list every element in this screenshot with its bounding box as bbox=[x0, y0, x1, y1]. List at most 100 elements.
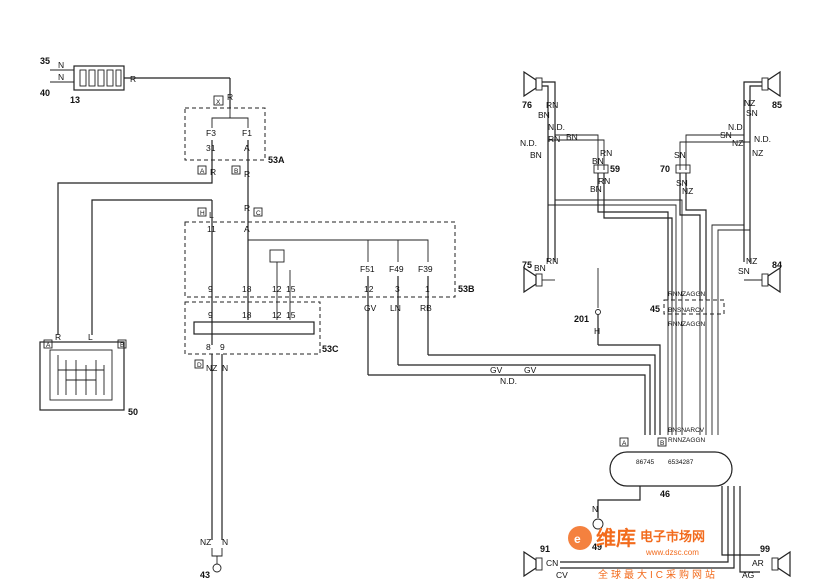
component-70: SN 70 SN NZ bbox=[660, 150, 693, 196]
pin-31-label: 31 bbox=[206, 143, 216, 153]
component-43-label: 43 bbox=[200, 570, 210, 580]
component-49: N 49 bbox=[592, 486, 641, 552]
wire-bn-label: BN bbox=[538, 110, 550, 120]
speaker-99: 99 AR AG bbox=[742, 544, 791, 580]
watermark-url: www.dzsc.com bbox=[645, 548, 699, 557]
pin-8-label: 8 bbox=[206, 342, 211, 352]
fuse-f39-label: F39 bbox=[418, 264, 433, 274]
component-201-label: 201 bbox=[574, 314, 589, 324]
pin-18-label: 18 bbox=[242, 284, 252, 294]
wire-ag-label: AG bbox=[742, 570, 754, 580]
pin-9-label: 9 bbox=[208, 284, 213, 294]
wire-n-label: N bbox=[58, 72, 64, 82]
component-53b-label: 53B bbox=[458, 284, 475, 294]
pin-12-label: 12 bbox=[364, 284, 374, 294]
component-45-label: 45 bbox=[650, 304, 660, 314]
wire-l-label: L bbox=[88, 332, 93, 342]
pin-1-label: 1 bbox=[425, 284, 430, 294]
wire-cv-label: CV bbox=[556, 570, 568, 580]
component-46-label: 46 bbox=[660, 489, 670, 499]
wire-gv-label: GV bbox=[524, 365, 537, 375]
wire-sn-label: SN bbox=[738, 266, 750, 276]
pin-a-label: A bbox=[244, 224, 250, 234]
wire-r-label: R bbox=[55, 332, 61, 342]
component-13: 35 40 N N R 13 bbox=[40, 56, 230, 105]
wire-nz-label: NZ bbox=[200, 537, 211, 547]
wire-nz-label: NZ bbox=[732, 138, 743, 148]
wire-bn-label: BN bbox=[590, 184, 602, 194]
component-59-label: 59 bbox=[610, 164, 620, 174]
pin-a-label: A bbox=[244, 143, 250, 153]
pin-3-label: 3 bbox=[395, 284, 400, 294]
fuse-f51-label: F51 bbox=[360, 264, 375, 274]
wire-nd-label: N.D. bbox=[548, 122, 565, 132]
component-13-label: 13 bbox=[70, 95, 80, 105]
component-53a-label: 53A bbox=[268, 155, 285, 165]
wire-sn-label: SN bbox=[674, 150, 686, 160]
watermark-brand: 维库 bbox=[596, 526, 636, 550]
pin-9-label: 9 bbox=[208, 310, 213, 320]
component-43: NZ N 43 bbox=[200, 537, 228, 580]
connector-a-label: A bbox=[46, 342, 51, 349]
component-75-label: 75 bbox=[522, 260, 532, 270]
wire-bn-label: BN bbox=[592, 156, 604, 166]
wire-cn-label: CN bbox=[546, 558, 558, 568]
wire-nd-label: N.D. bbox=[500, 376, 517, 386]
component-59: RN BN 59 RN BN bbox=[590, 148, 620, 194]
wire-bn-label: BN bbox=[566, 132, 578, 142]
fuse-f3-label: F3 bbox=[206, 128, 216, 138]
wire-ln-label: LN bbox=[390, 303, 401, 313]
component-84-label: 84 bbox=[772, 260, 782, 270]
component-50-label: 50 bbox=[128, 407, 138, 417]
wire-r-label: R bbox=[210, 167, 216, 177]
connector-h-label: H bbox=[200, 210, 205, 217]
wire-bn-label: BN bbox=[534, 263, 546, 273]
wire-h-label: H bbox=[594, 326, 600, 336]
wire-nd-label: N.D. bbox=[520, 138, 537, 148]
component-46: BNSNARCV RNNZAGGN A B 86745 6534287 46 bbox=[609, 427, 733, 499]
speaker-75: 75 BN RN bbox=[522, 256, 558, 294]
component-53c-label: 53C bbox=[322, 344, 339, 354]
wire-sn-label: SN bbox=[676, 178, 688, 188]
bus-label: RNNZAGGN bbox=[668, 291, 706, 298]
wire-gv-label: GV bbox=[490, 365, 503, 375]
wire-rb-label: RB bbox=[420, 303, 432, 313]
pin-9-label: 9 bbox=[220, 342, 225, 352]
pin-list-label: 86745 bbox=[636, 459, 654, 466]
pin-list-label: 6534287 bbox=[668, 459, 694, 466]
wire-bn-label: BN bbox=[530, 150, 542, 160]
wire-sn-label: SN bbox=[746, 108, 758, 118]
wire-n-label: N bbox=[222, 363, 228, 373]
pin-40-label: 40 bbox=[40, 88, 50, 98]
connector-b-label: B bbox=[234, 168, 238, 175]
wire-bus: RNNZAGGN BNSNARCV RNNZAGGN bbox=[547, 199, 751, 435]
wire-rn-label: RN bbox=[546, 100, 558, 110]
speaker-84: 84 NZ SN bbox=[738, 256, 782, 294]
wire-gv-label: GV bbox=[364, 303, 377, 313]
component-70-label: 70 bbox=[660, 164, 670, 174]
connector-d-label: D bbox=[197, 362, 202, 369]
speaker-76: 76 RN BN bbox=[522, 70, 558, 120]
wire-nz-label: NZ bbox=[682, 186, 693, 196]
component-76-label: 76 bbox=[522, 100, 532, 110]
wire-n-label: N bbox=[222, 537, 228, 547]
wire-nd-label: N.D. bbox=[728, 122, 745, 132]
wire-n-label: N bbox=[58, 60, 64, 70]
component-49-label: 49 bbox=[592, 542, 602, 552]
fuse-f49-label: F49 bbox=[389, 264, 404, 274]
pin-15-label: 15 bbox=[286, 310, 296, 320]
bus-label: BNSNARCV bbox=[668, 307, 705, 314]
connector-x-label: X bbox=[216, 99, 221, 106]
wire-r-label: R bbox=[227, 92, 233, 102]
pin-35-label: 35 bbox=[40, 56, 50, 66]
speaker-91: 91 CN CV bbox=[523, 544, 568, 580]
watermark-site: 电子市场网 bbox=[640, 529, 705, 544]
component-53a: X R F3 F1 31 A 53A A R B R bbox=[184, 92, 285, 215]
component-85-label: 85 bbox=[772, 100, 782, 110]
component-53c: 9 18 12 15 8 9 53C D NZ N bbox=[184, 301, 339, 373]
svg-text:e: e bbox=[574, 532, 581, 546]
connector-c-label: C bbox=[256, 210, 261, 217]
bus-label: RNNZAGGN bbox=[668, 321, 706, 328]
